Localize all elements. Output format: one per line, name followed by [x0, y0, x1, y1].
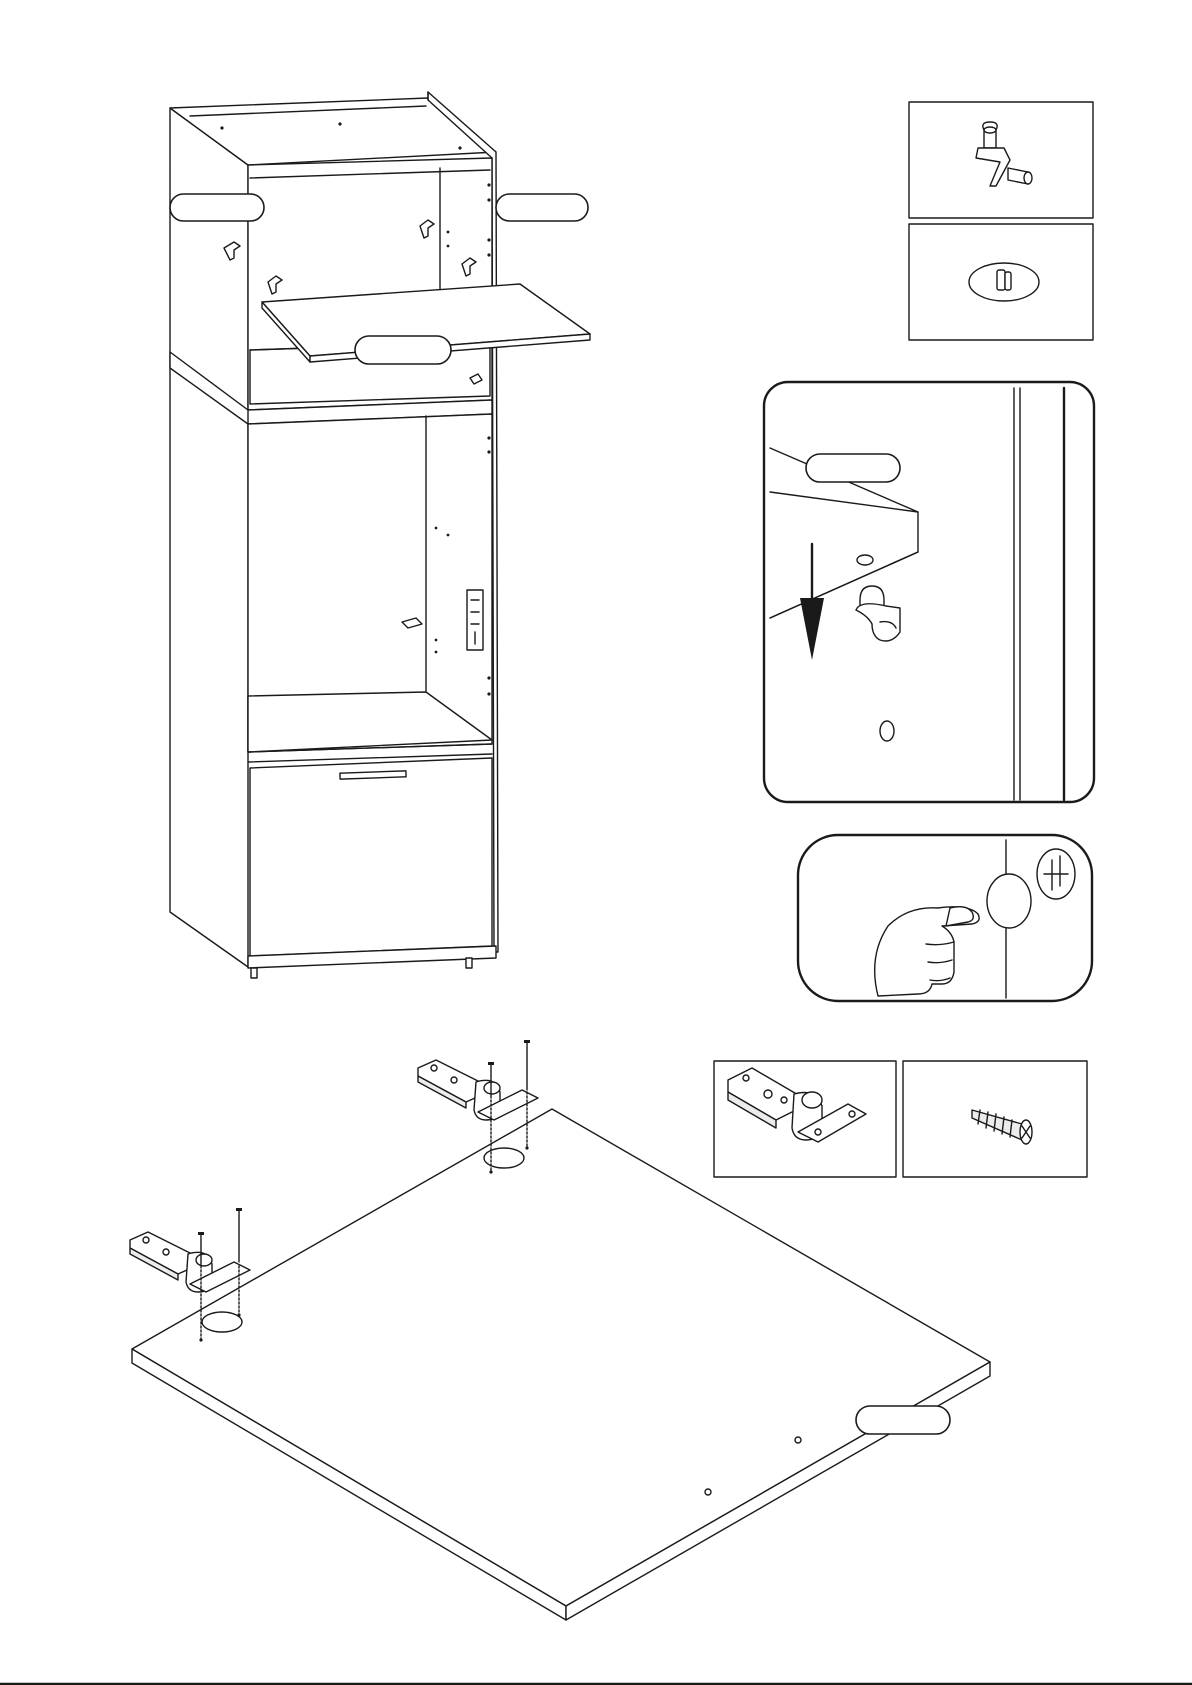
- callout-pill-right: [496, 194, 588, 221]
- concealed-hinge-icon: [418, 1060, 538, 1120]
- cover-cap-icon: [969, 263, 1039, 301]
- foot-left: [251, 968, 257, 978]
- detail-cap-press: [798, 835, 1092, 1001]
- callout-pill-detail-shelf: [806, 454, 900, 482]
- foot-right: [466, 958, 472, 968]
- handle-hole-lower: [705, 1489, 711, 1495]
- tall-cabinet: [170, 92, 590, 978]
- cabinet-left-side: [170, 108, 248, 967]
- part-box-hinge: [714, 1061, 896, 1177]
- detail-frame-shelf: [764, 382, 1094, 802]
- concealed-hinge-icon: [130, 1232, 250, 1292]
- door-panel: [132, 1109, 990, 1606]
- handle-hole-upper: [795, 1437, 801, 1443]
- part-box-shelf-support: [909, 102, 1093, 218]
- hinge-cup-hole-left: [202, 1312, 242, 1332]
- callout-pill-shelf: [355, 336, 451, 364]
- part-box-screw: [903, 1061, 1087, 1177]
- part-box-cover-cap: [909, 224, 1093, 340]
- detail-shelf-support: [764, 382, 1094, 802]
- cover-cap-icon: [987, 874, 1031, 928]
- shelf-pin-hole: [880, 721, 894, 741]
- callout-pill-left: [170, 194, 264, 221]
- drawer-front: [250, 758, 492, 956]
- callout-pill-door: [856, 1406, 950, 1434]
- hinge-cup-hole-right: [484, 1148, 524, 1168]
- cam-lock-icon: [1037, 849, 1075, 899]
